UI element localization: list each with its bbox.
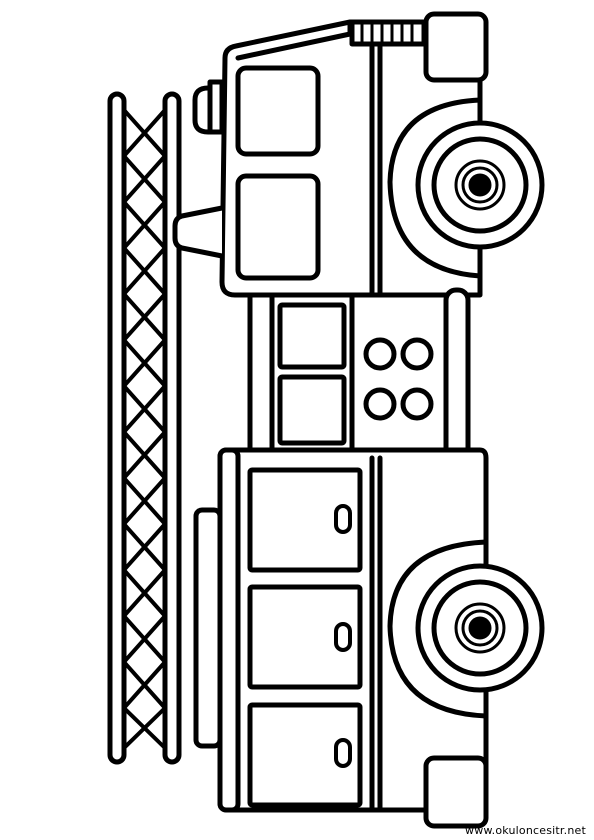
connector-panel-top — [277, 302, 347, 370]
compartment-door-2 — [247, 584, 363, 690]
compartment-door-3 — [247, 702, 363, 808]
connector-end-cap — [443, 287, 471, 465]
rear-body — [217, 447, 489, 829]
door-handle-2 — [334, 622, 352, 652]
gauge-1 — [363, 337, 397, 371]
roof-grille-lines — [360, 22, 414, 44]
ladder-strut — [122, 568, 167, 618]
cab — [172, 11, 489, 298]
mirror-stem — [207, 79, 225, 135]
ladder-strut — [122, 614, 167, 664]
connector — [247, 287, 471, 465]
rear-wheel-arch — [387, 539, 489, 719]
rear-side-rail — [217, 447, 241, 813]
rear-bumper-bottom — [423, 755, 489, 829]
ladder-strut — [122, 660, 167, 710]
cab-window-bottom — [235, 173, 321, 281]
front-wheel — [415, 120, 545, 250]
ladder-strut — [122, 292, 167, 342]
front-bumper-top — [423, 11, 489, 83]
connector-panel-bottom — [277, 374, 347, 446]
ladder-strut — [122, 706, 167, 750]
ladder — [107, 91, 182, 765]
ladder-strut — [122, 522, 167, 572]
ladder-strut — [122, 384, 167, 434]
ladder-strut — [122, 430, 167, 480]
rear-bumper — [193, 507, 223, 749]
ladder-strut — [122, 154, 167, 204]
door-handle-1 — [334, 504, 352, 534]
ladder-strut — [122, 108, 167, 158]
water-cannon — [172, 205, 225, 259]
ladder-strut — [122, 338, 167, 388]
rear-wheel — [415, 563, 545, 693]
ladder-strut — [122, 476, 167, 526]
ladder-strut — [122, 200, 167, 250]
gauge-2 — [400, 337, 434, 371]
watermark-text: www.okuloncesitr.net — [465, 824, 586, 837]
ladder-strut — [122, 246, 167, 296]
cab-window-top — [235, 65, 321, 157]
front-wheel-arch — [387, 97, 483, 279]
ladder-rungs — [122, 108, 167, 750]
ladder-rail-right — [162, 91, 182, 765]
ladder-rail-left — [107, 91, 127, 765]
door-handle-3 — [334, 738, 352, 768]
gauge-3 — [363, 387, 397, 421]
gauge-4 — [400, 387, 434, 421]
compartment-door-1 — [247, 467, 363, 573]
